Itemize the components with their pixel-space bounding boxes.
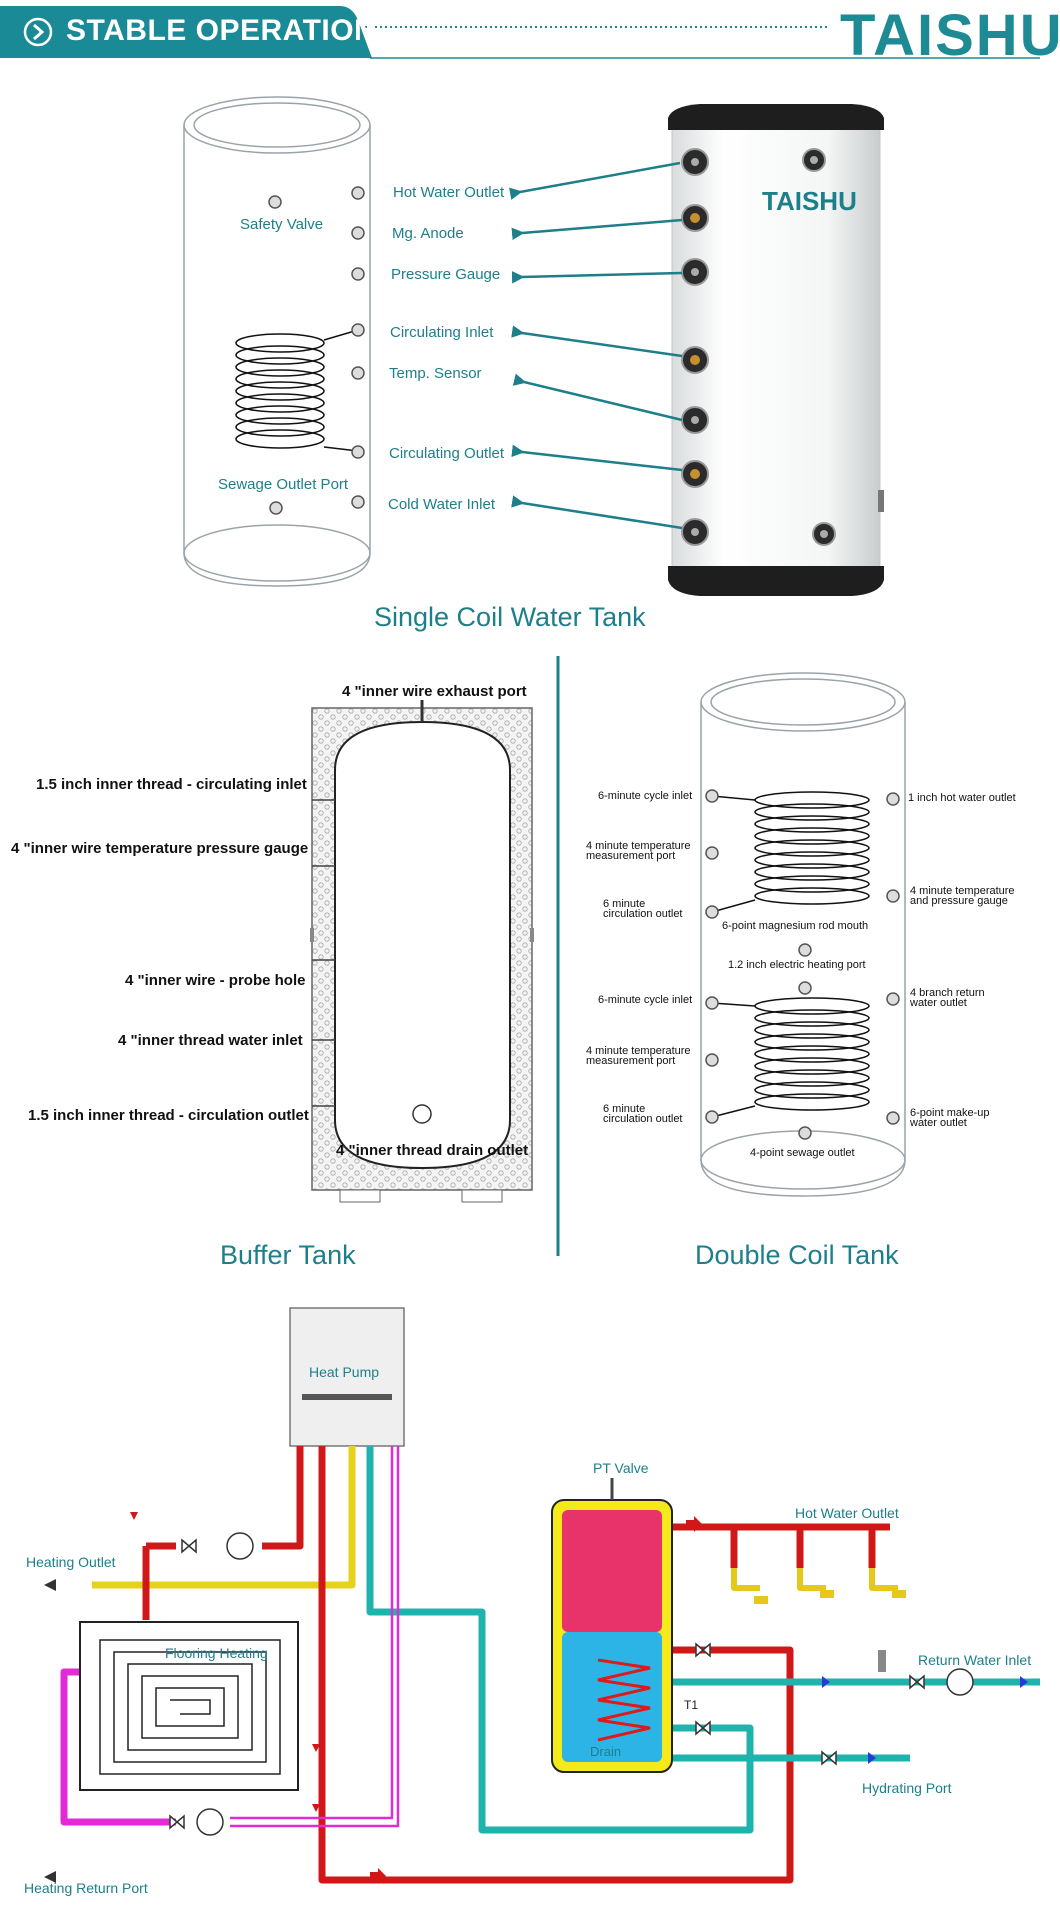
system-tank-coil (597, 1658, 651, 1742)
header-graphics (0, 6, 1040, 59)
single-coil-coil (235, 329, 359, 452)
double-coil-upper-coil (711, 791, 870, 913)
heat-pump-unit (289, 1307, 405, 1447)
dc-label-makeup-l2: water outlet (910, 1117, 967, 1129)
dc-label-temp-port-1-l1: 4 minute temperature (586, 840, 691, 852)
caption-single-coil: Single Coil Water Tank (374, 602, 646, 632)
label-flooring-heating: Flooring Heating (165, 1645, 268, 1661)
dc-label-circ-outlet-2-l1: 6 minute (603, 1103, 646, 1115)
label-hot-water-outlet: Hot Water Outlet (393, 184, 505, 201)
buffer-tank-graphic (310, 700, 534, 1203)
brand-logo: TAISHU (840, 3, 1060, 68)
flow-arrows-dark (44, 1579, 56, 1883)
buffer-label-water-inlet: 4 "inner thread water inlet (118, 1032, 303, 1049)
caption-buffer-tank: Buffer Tank (220, 1240, 356, 1270)
dc-label-temp-port-1-l2: measurement port (586, 850, 676, 862)
dc-label-makeup-l1: 6-point make-up (910, 1107, 990, 1119)
label-drain: Drain (590, 1744, 622, 1759)
label-circulating-inlet: Circulating Inlet (390, 324, 494, 341)
section-title: STABLE OPERATION (66, 14, 377, 47)
label-safety-valve: Safety Valve (240, 216, 324, 233)
chevron-right-icon (33, 23, 45, 41)
label-cold-water-inlet: Cold Water Inlet (388, 496, 495, 513)
double-coil-lower-coil (711, 997, 870, 1118)
tank-brand-logo: TAISHU (762, 186, 857, 216)
caption-double-coil: Double Coil Tank (695, 1240, 899, 1270)
flow-arrows-blue (822, 1676, 1028, 1764)
single-coil-arrows (509, 161, 683, 530)
buffer-label-circ-outlet: 1.5 inch inner thread - circulation outl… (28, 1107, 309, 1124)
system-tank-hot-zone (562, 1510, 662, 1632)
dc-label-temp-port-2-l1: 4 minute temperature (586, 1045, 691, 1057)
label-return-water-inlet: Return Water Inlet (918, 1652, 1032, 1668)
heat-pump-slot (302, 1394, 392, 1400)
pumps (196, 1532, 974, 1836)
faucets (754, 1590, 906, 1604)
double-coil-ports (705, 789, 900, 1140)
label-sewage-outlet: Sewage Outlet Port (218, 476, 349, 493)
dc-label-temp-pressure-l2: and pressure gauge (910, 895, 1008, 907)
single-coil-tank-photo (668, 104, 884, 596)
label-circulating-outlet: Circulating Outlet (389, 445, 505, 462)
double-coil-tank-outline (700, 672, 906, 1197)
label-t1: T1 (684, 1698, 699, 1712)
label-pressure-gauge: Pressure Gauge (391, 266, 501, 283)
header-band (0, 6, 372, 58)
buffer-label-temp-gauge: 4 "inner wire temperature pressure gauge (11, 840, 309, 857)
dc-label-circ-outlet-1-l2: circulation outlet (603, 908, 683, 920)
single-coil-tank-outline (183, 96, 371, 587)
dc-label-branch-return-l2: water outlet (910, 997, 967, 1009)
dc-label-sewage-outlet: 4-point sewage outlet (750, 1147, 855, 1159)
buffer-label-circ-inlet: 1.5 inch inner thread - circulating inle… (36, 776, 307, 793)
dc-label-temp-port-2-l2: measurement port (586, 1055, 676, 1067)
pipe-network (60, 1446, 1040, 1884)
dc-label-cycle-inlet-1: 6-minute cycle inlet (598, 790, 693, 802)
single-coil-ports (268, 186, 365, 515)
dc-label-temp-pressure-l1: 4 minute temperature (910, 885, 1015, 897)
label-heating-return: Heating Return Port (24, 1880, 148, 1896)
return-gauge-stem (878, 1650, 886, 1672)
dc-label-circ-outlet-2-l2: circulation outlet (603, 1113, 683, 1125)
single-coil-diagram (183, 96, 884, 596)
dc-label-branch-return-l1: 4 branch return (910, 987, 985, 999)
buffer-label-exhaust-port: 4 "inner wire exhaust port (342, 683, 527, 700)
valves (169, 1538, 925, 1830)
label-hydrating-port: Hydrating Port (862, 1780, 952, 1796)
play-circle-icon (23, 17, 53, 47)
dc-label-cycle-inlet-2: 6-minute cycle inlet (598, 994, 693, 1006)
middle-diagrams (310, 656, 906, 1256)
dc-label-mg-rod: 6-point magnesium rod mouth (722, 920, 869, 932)
label-hot-water-outlet-system: Hot Water Outlet (795, 1505, 899, 1521)
dc-label-circ-outlet-1-l1: 6 minute (603, 898, 646, 910)
label-temp-sensor: Temp. Sensor (389, 365, 482, 382)
buffer-label-drain-outlet: 4 "inner thread drain outlet (336, 1142, 529, 1159)
floor-heating-serpentine (99, 1639, 281, 1775)
dc-label-hot-water-outlet: 1 inch hot water outlet (908, 792, 1016, 804)
label-heating-outlet: Heating Outlet (26, 1554, 116, 1570)
label-heat-pump: Heat Pump (309, 1364, 380, 1380)
flow-arrows-red (130, 1512, 702, 1884)
label-pt-valve: PT Valve (593, 1460, 649, 1476)
dc-label-heating-port: 1.2 inch electric heating port (728, 959, 866, 971)
buffer-label-probe-hole: 4 "inner wire - probe hole (125, 972, 306, 989)
label-mg-anode: Mg. Anode (392, 225, 464, 242)
